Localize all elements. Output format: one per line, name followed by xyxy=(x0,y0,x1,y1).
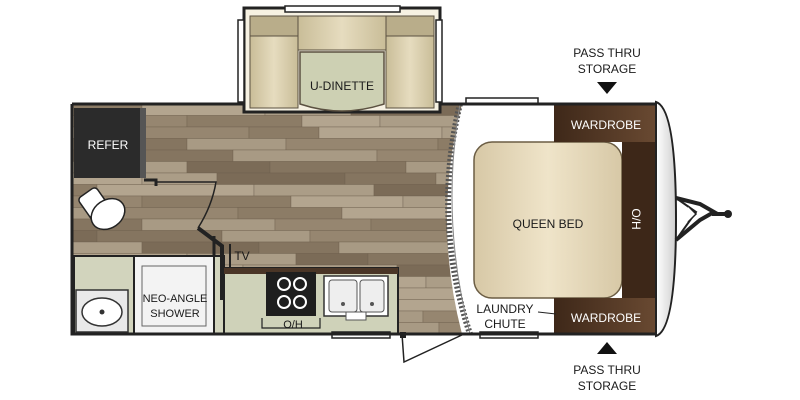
floor-plank xyxy=(232,149,378,162)
front-cap xyxy=(655,100,678,338)
floor-plank xyxy=(141,126,250,139)
tv-label: TV xyxy=(234,249,250,263)
floor-plank xyxy=(373,184,458,197)
shower-label-line2: SHOWER xyxy=(150,308,200,320)
front-oh-label: O/H xyxy=(629,208,643,230)
toilet xyxy=(78,187,126,231)
floor-plank xyxy=(186,115,303,128)
floor-plank xyxy=(301,115,381,128)
floor-plank xyxy=(237,207,343,220)
floor-plank xyxy=(141,195,292,208)
floor-plank xyxy=(141,218,276,231)
floor-plank xyxy=(96,184,255,197)
floor-plank xyxy=(71,230,98,243)
floor-plank xyxy=(216,172,346,185)
floor-plank xyxy=(186,138,287,151)
floor-plank xyxy=(221,230,311,243)
refrigerator xyxy=(74,108,146,178)
floor-plank xyxy=(285,138,439,151)
pass-thru-top-arrow xyxy=(597,82,617,94)
shower-label-line1: NEO-ANGLE xyxy=(142,293,208,305)
floor-plank xyxy=(344,172,437,185)
pass-thru-bottom-arrow xyxy=(597,342,617,354)
bedroom xyxy=(445,97,658,339)
floor-plank xyxy=(274,218,372,231)
wardrobe-bottom-label: WARDROBE xyxy=(570,311,642,325)
pass-thru-top-label-line2: STORAGE xyxy=(577,62,637,76)
floor-plank xyxy=(186,161,271,174)
pass-thru-bottom-label-line1: PASS THRU xyxy=(573,363,641,377)
wardrobe-top-label: WARDROBE xyxy=(570,118,642,132)
refer-label: REFER xyxy=(87,138,129,152)
outer-walls xyxy=(70,102,658,364)
floor-plank xyxy=(71,241,143,254)
kitchen-oh-label: O/H xyxy=(283,319,303,331)
pass-thru-bottom-label-line2: STORAGE xyxy=(577,379,637,393)
floor-plank xyxy=(318,126,443,139)
floor-plank xyxy=(290,195,404,208)
floor-plank xyxy=(295,253,369,266)
floor-plank xyxy=(258,241,340,254)
pass-thru-top-label-line1: PASS THRU xyxy=(573,46,641,60)
kitchen-counter xyxy=(223,267,399,339)
floor-plank xyxy=(309,230,452,243)
floor-plank xyxy=(141,149,234,162)
dinette-slideout xyxy=(237,5,443,114)
floor-plank xyxy=(253,184,375,197)
floor-plank xyxy=(269,161,407,174)
bath-wall xyxy=(144,178,231,300)
queen-bed-label: QUEEN BED xyxy=(512,217,584,231)
trailer-hitch xyxy=(674,196,732,242)
floor-plank xyxy=(248,126,320,139)
laundry-label-line2: CHUTE xyxy=(484,317,526,331)
u-dinette-label: U-DINETTE xyxy=(310,79,374,93)
laundry-label-line1: LAUNDRY xyxy=(476,302,534,316)
